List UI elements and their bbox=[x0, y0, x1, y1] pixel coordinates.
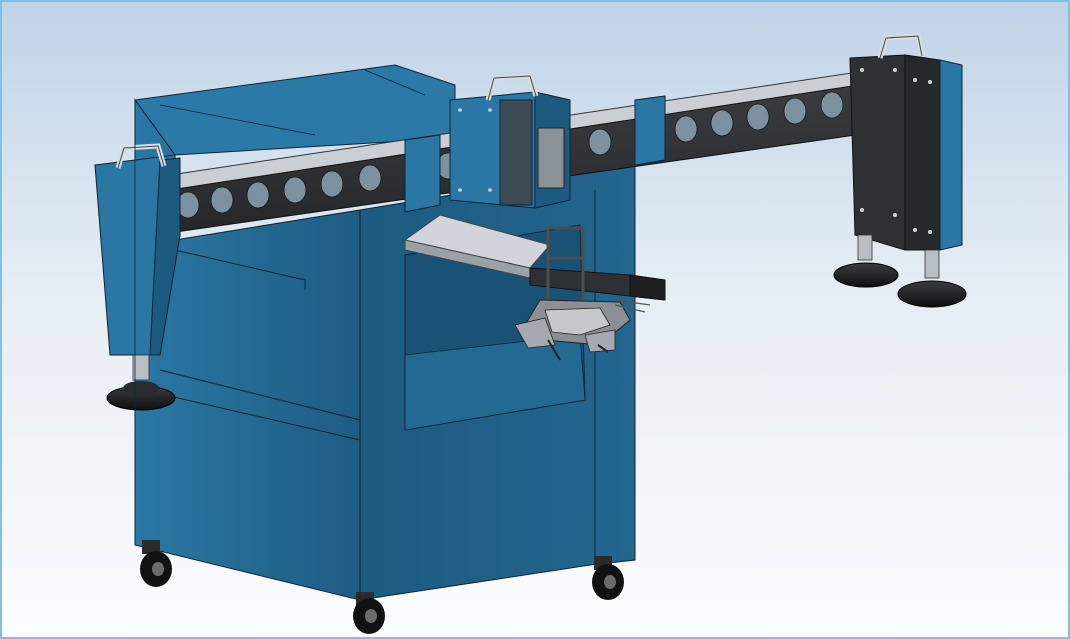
gripper bbox=[514, 299, 651, 361]
edge-lines bbox=[134, 100, 361, 600]
beam-slots bbox=[176, 86, 880, 219]
casters bbox=[140, 540, 624, 634]
suction-pad-right-1 bbox=[833, 262, 899, 288]
handle-right bbox=[877, 33, 925, 59]
carriage-display-plate bbox=[537, 127, 565, 189]
caster-right bbox=[592, 556, 624, 600]
carriage bbox=[449, 73, 571, 209]
caster-front bbox=[353, 592, 385, 634]
caster-left bbox=[140, 540, 172, 587]
right-end-support bbox=[833, 33, 967, 308]
suction-pad-right-2 bbox=[897, 280, 967, 308]
cross-arm bbox=[529, 267, 666, 301]
left-end-support bbox=[94, 143, 181, 411]
